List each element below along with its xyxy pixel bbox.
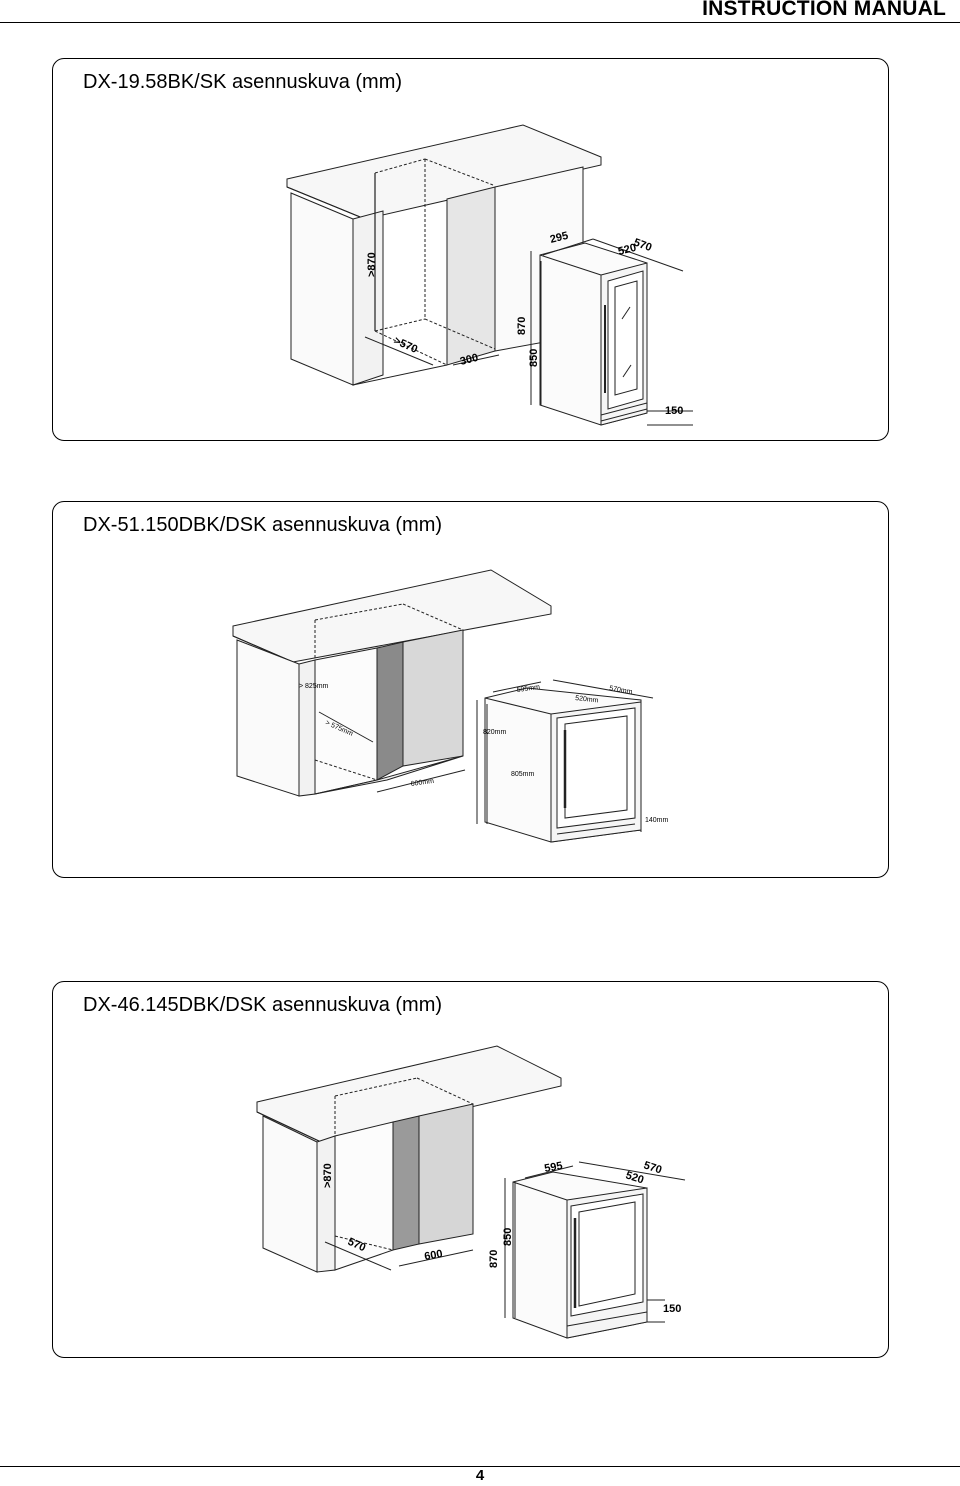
unit-total-height-label: 870 [516,317,528,335]
header-divider [0,22,960,23]
unit-body-height-label: 850 [502,1228,514,1246]
panel-title: DX-51.150DBK/DSK asennuskuva (mm) [83,514,443,536]
cabinet-drawing [232,569,654,843]
cabinet-drawing [256,1045,686,1339]
panel-title: DX-46.145DBK/DSK asennuskuva (mm) [83,994,443,1016]
unit-width-label: 295 [549,230,570,246]
unit-body-height-label: 850 [528,349,540,367]
niche-height-label: >870 [366,252,378,277]
niche-height-label: > 825mm [299,683,329,690]
niche-width-label: 600 [423,1248,443,1263]
installation-panel-dx46: >870 570 600 595 570 520 870 850 150 DX-… [52,981,889,1358]
unit-width-label: 595 [543,1160,563,1175]
installation-panel-dx51: > 825mm > 575mm 600mm 595mm 570mm 520mm … [52,501,889,878]
unit-depth-inner-label: 520mm [575,695,599,704]
unit-width-label: 595mm [516,684,540,694]
unit-depth-inner-label: 520 [624,1169,645,1186]
niche-height-label: >870 [322,1163,334,1188]
unit-total-height-label: 870 [488,1250,500,1268]
niche-depth-label: >570 [392,335,420,356]
unit-body-height-label: 805mm [511,771,535,778]
ventilation-height-label: 140mm [645,817,669,824]
unit-depth-outer-label: 570 [642,1159,663,1176]
niche-width-label: 300 [459,352,480,368]
unit-depth-outer-label: 570mm [609,685,633,696]
ventilation-height-label: 150 [665,405,683,417]
installation-diagram-dx19: >870 >570 300 295 570 520 870 850 150 [286,124,693,426]
ventilation-height-label: 150 [663,1303,681,1315]
installation-diagram-dx51: > 825mm > 575mm 600mm 595mm 570mm 520mm … [232,569,669,843]
unit-total-height-label: 820mm [483,729,507,736]
installation-diagram-dx46: >870 570 600 595 570 520 870 850 150 [256,1045,686,1339]
unit-depth-outer-label: 570 [632,237,653,255]
manual-header-title: INSTRUCTION MANUAL [702,0,946,20]
niche-width-label: 600mm [410,778,434,788]
panel-title: DX-19.58BK/SK asennuskuva (mm) [83,71,403,93]
installation-panel-dx19: >870 >570 300 295 570 520 870 850 150 DX… [52,58,889,441]
cabinet-drawing [286,124,693,426]
page-number: 4 [475,1467,485,1484]
footer-divider [0,1466,960,1467]
unit-depth-inner-label: 520 [617,242,638,258]
